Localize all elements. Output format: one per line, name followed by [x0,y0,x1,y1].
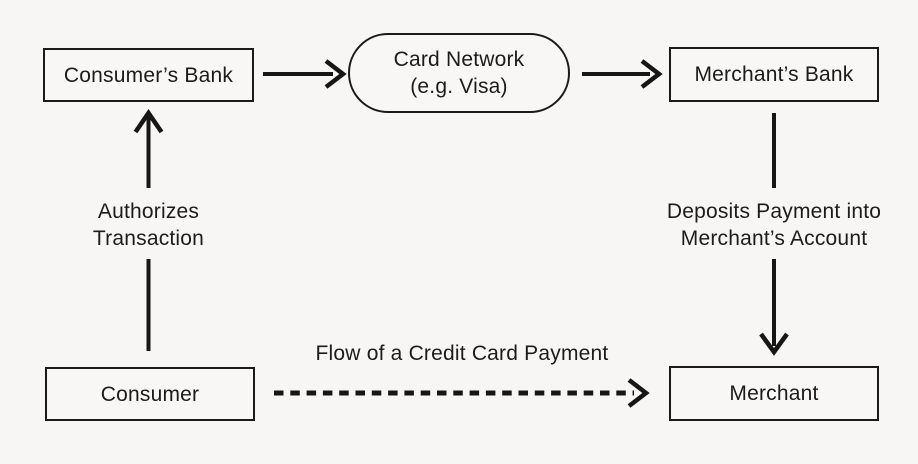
arrowhead-up-icon [133,109,164,134]
node-consumer: Consumer [45,367,255,421]
node-card-network: Card Network (e.g. Visa) [348,33,570,113]
node-consumers-bank-label: Consumer’s Bank [63,63,234,87]
edge-label-authorizes-transaction: Authorizes Transaction [28,198,269,252]
edge-label-authorizes-line2: Transaction [92,227,205,250]
node-merchants-bank-label: Merchant’s Bank [694,63,854,86]
node-card-network-label-line2: (e.g. Visa) [410,75,508,98]
arrowhead-down-icon [759,332,789,356]
node-merchant: Merchant [669,366,879,421]
node-merchants-bank: Merchant’s Bank [669,47,879,102]
edge-label-authorizes-line1: Authorizes [97,200,200,223]
edge-label-deposits-line2: Merchant’s Account [680,227,868,250]
arrowhead-right-icon [640,59,663,89]
edge-label-deposits-payment: Deposits Payment into Merchant’s Account [649,198,899,252]
node-card-network-label-line1: Card Network [393,48,525,71]
node-merchant-label: Merchant [729,382,819,405]
edge-label-deposits-line1: Deposits Payment into [666,200,882,223]
arrowhead-right-icon [324,59,347,89]
node-consumer-label: Consumer [100,382,200,406]
node-consumers-bank: Consumer’s Bank [43,48,254,102]
edge-label-flow-line1: Flow of a Credit Card Payment [315,342,609,365]
arrowhead-right-icon [627,378,650,408]
edge-label-flow-title: Flow of a Credit Card Payment [302,340,622,367]
